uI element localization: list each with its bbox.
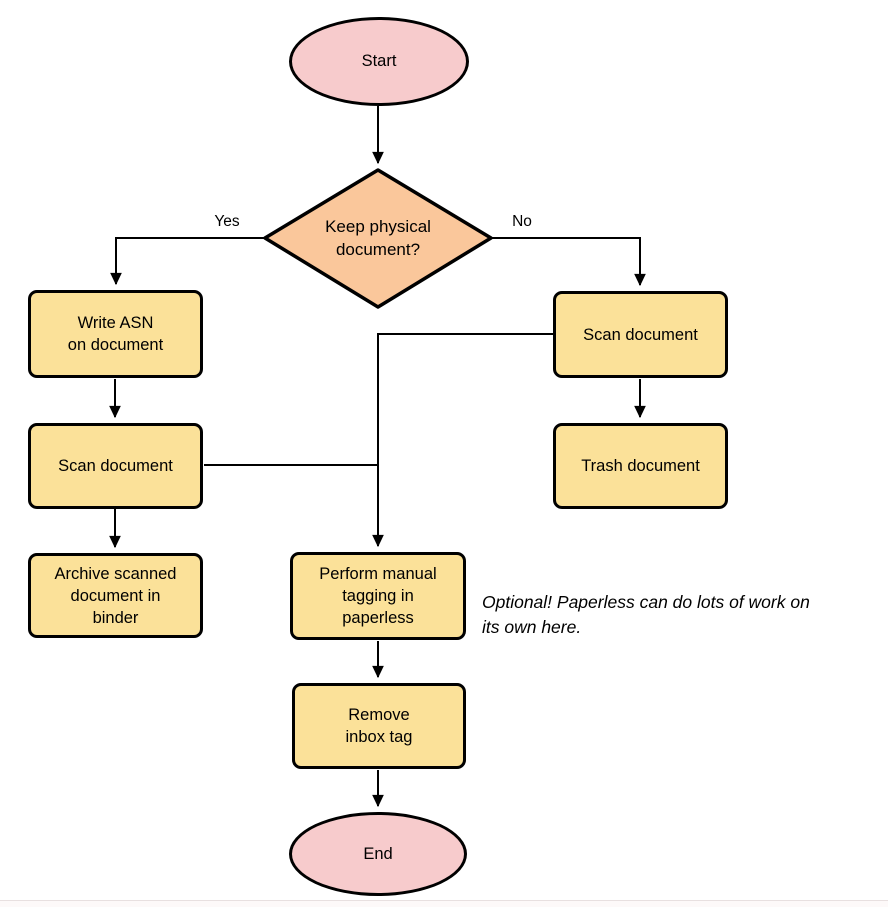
node-remove-inbox-tag: Remove inbox tag	[292, 683, 466, 769]
node-perform-tagging-label: Perform manual tagging in paperless	[319, 565, 437, 627]
connector-scan-right-to-perform-tagging	[372, 333, 553, 548]
node-start-label: Start	[361, 52, 397, 70]
node-trash-document-label: Trash document	[581, 457, 700, 475]
node-archive-label: Archive scanned document in binder	[54, 564, 177, 627]
node-scan-document-left-label: Scan document	[58, 457, 173, 475]
node-write-asn: Write ASN on document	[28, 290, 203, 378]
connector-decision-no-to-scan-document	[491, 237, 646, 287]
node-end-label: End	[363, 844, 393, 863]
edge-label-yes: Yes	[211, 213, 243, 231]
node-decision-label: Keep physical document?	[325, 217, 431, 259]
decision-shape	[263, 168, 493, 309]
node-start: Start	[289, 17, 469, 106]
edge-label-no: No	[509, 213, 535, 231]
node-trash-document: Trash document	[553, 423, 728, 509]
page-bottom-edge	[0, 900, 888, 907]
node-end: End	[289, 812, 467, 896]
annotation-optional-note: Optional! Paperless can do lots of work …	[482, 592, 810, 637]
node-scan-document-right-label: Scan document	[583, 325, 698, 344]
node-write-asn-label: Write ASN on document	[67, 314, 164, 354]
node-scan-document-right: Scan document	[553, 291, 728, 378]
node-perform-manual-tagging: Perform manual tagging in paperless	[290, 552, 466, 640]
connector-decision-yes-to-write-asn	[110, 237, 265, 286]
node-scan-document-left: Scan document	[28, 423, 203, 509]
node-archive-scanned-document: Archive scanned document in binder	[28, 553, 203, 638]
node-remove-inbox-tag-label: Remove inbox tag	[345, 706, 413, 746]
